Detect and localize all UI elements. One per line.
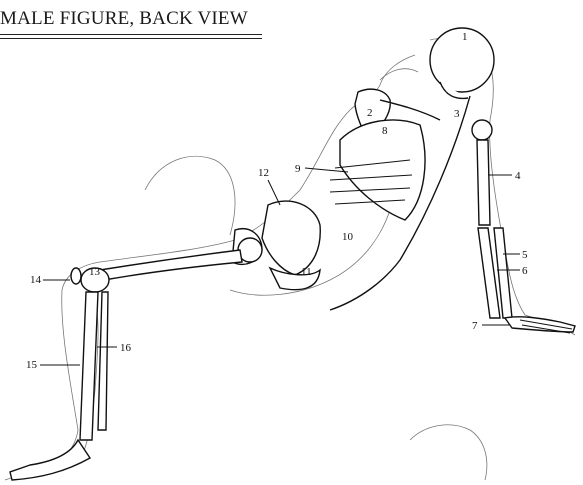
humerus — [472, 120, 492, 225]
label-12: 12 — [258, 167, 269, 179]
lower-leg — [80, 292, 108, 440]
label-6: 6 — [522, 265, 528, 277]
ribcage — [330, 120, 425, 220]
femur — [100, 250, 242, 280]
label-11: 11 — [301, 266, 312, 278]
label-13: 13 — [89, 266, 101, 278]
label-14: 14 — [30, 274, 42, 286]
forearm — [478, 228, 512, 318]
label-15: 15 — [26, 359, 38, 371]
label-10: 10 — [342, 231, 354, 243]
label-8: 8 — [382, 125, 388, 137]
label-3: 3 — [454, 108, 460, 120]
label-5: 5 — [522, 249, 528, 261]
label-2: 2 — [367, 107, 373, 119]
label-16: 16 — [120, 342, 132, 354]
hand — [505, 317, 575, 333]
label-7: 7 — [472, 320, 478, 332]
foot — [10, 440, 90, 480]
label-4: 4 — [515, 170, 521, 182]
label-9: 9 — [295, 163, 301, 175]
label-1: 1 — [462, 31, 468, 43]
